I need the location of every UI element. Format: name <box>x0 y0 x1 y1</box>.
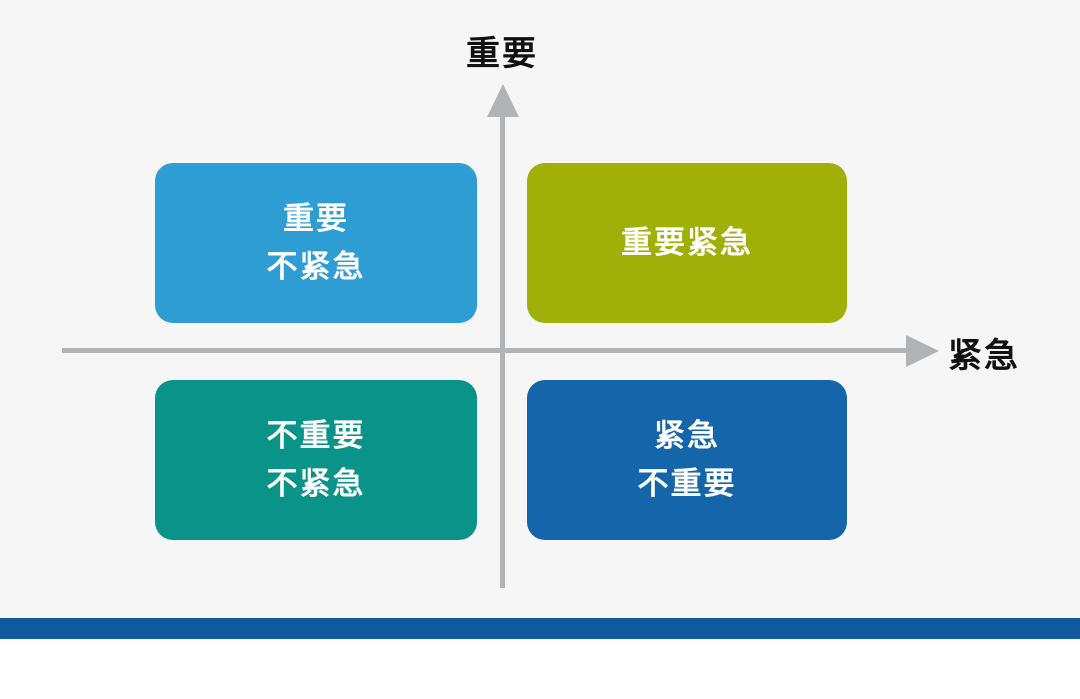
x-axis-label: 紧急 <box>948 337 1020 375</box>
quadrant-important-urgent: 重要紧急 <box>527 163 847 323</box>
quadrant-label-line: 不紧急 <box>266 466 366 501</box>
arrow-up-icon <box>487 84 519 117</box>
arrow-right-icon <box>906 335 939 367</box>
quadrant-urgent-not-important: 紧急 不重要 <box>527 380 847 540</box>
quadrant-label-line: 重要紧急 <box>621 225 753 261</box>
quadrant-label-line: 不重要 <box>637 466 737 501</box>
quadrant-label-line: 重要 <box>283 201 349 237</box>
quadrant-label-line: 不重要 <box>266 418 366 454</box>
quadrant-not-important-not-urgent: 不重要 不紧急 <box>155 380 477 540</box>
x-axis-line <box>62 348 908 353</box>
quadrant-important-not-urgent: 重要 不紧急 <box>155 163 477 323</box>
quadrant-label-line: 紧急 <box>654 418 720 454</box>
caption-area: 图2时间管理四象限 <box>0 640 1080 699</box>
y-axis-label: 重要 <box>466 35 538 73</box>
footer-divider-bar <box>0 618 1080 639</box>
quadrant-label-line: 不紧急 <box>266 249 366 284</box>
